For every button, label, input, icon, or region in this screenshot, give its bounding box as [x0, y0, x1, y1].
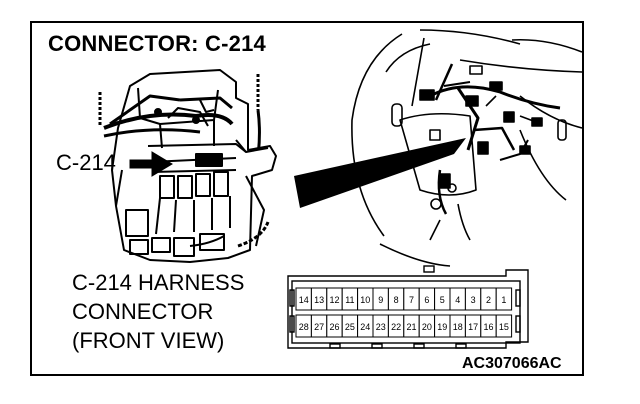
connector-pin-number: 17: [468, 322, 478, 332]
connector-pin-number: 23: [376, 322, 386, 332]
connector-pin-number: 20: [422, 322, 432, 332]
connector-pin-number: 22: [391, 322, 401, 332]
harness-caption-line1: C-214 HARNESS: [72, 270, 245, 295]
connector-pin-number: 5: [440, 295, 445, 305]
figure-code: AC307066AC: [462, 355, 562, 372]
harness-caption-line2: CONNECTOR: [72, 299, 214, 324]
connector-pin-cell: [495, 314, 513, 338]
connector-pin-number: 19: [437, 322, 447, 332]
harness-caption-line3: (FRONT VIEW): [72, 328, 225, 353]
dashboard-drawing: [351, 29, 583, 267]
connector-pin-number: 1: [501, 295, 506, 305]
diagram-title: CONNECTOR: C-214: [48, 31, 266, 56]
connector-pin-number: 4: [455, 295, 460, 305]
connector-pin-number: 2: [486, 295, 491, 305]
junction-box-drawing: [98, 69, 277, 263]
connector-pin-number: 18: [453, 322, 463, 332]
c214-arrow: [129, 151, 173, 177]
connector-pin-number: 24: [360, 322, 370, 332]
connector-pin-cell: [495, 287, 513, 311]
connector-pin-number: 21: [406, 322, 416, 332]
connector-pin-number: 3: [471, 295, 476, 305]
connector-pin-number: 12: [329, 295, 339, 305]
connector-pin-number: 26: [329, 322, 339, 332]
connector-pin-number: 16: [483, 322, 493, 332]
connector-pin-number: 13: [314, 295, 324, 305]
connector-pin-number: 6: [424, 295, 429, 305]
connector-pin-number: 15: [499, 322, 509, 332]
connector-pin-number: 11: [345, 295, 354, 305]
connector-pin-number: 28: [299, 322, 309, 332]
connector-pin-number: 7: [409, 295, 414, 305]
connector-pin-number: 10: [360, 295, 370, 305]
connector-pin-number: 25: [345, 322, 355, 332]
harness-caption: C-214 HARNESS CONNECTOR (FRONT VIEW): [72, 268, 244, 355]
connector-callout-label: C-214: [56, 150, 116, 175]
zoom-wedge: [294, 138, 466, 208]
connector-pin-number: 9: [378, 295, 383, 305]
connector-pin-number: 14: [299, 295, 309, 305]
connector-pin-number: 27: [314, 322, 324, 332]
connector-pin-number: 8: [394, 295, 399, 305]
